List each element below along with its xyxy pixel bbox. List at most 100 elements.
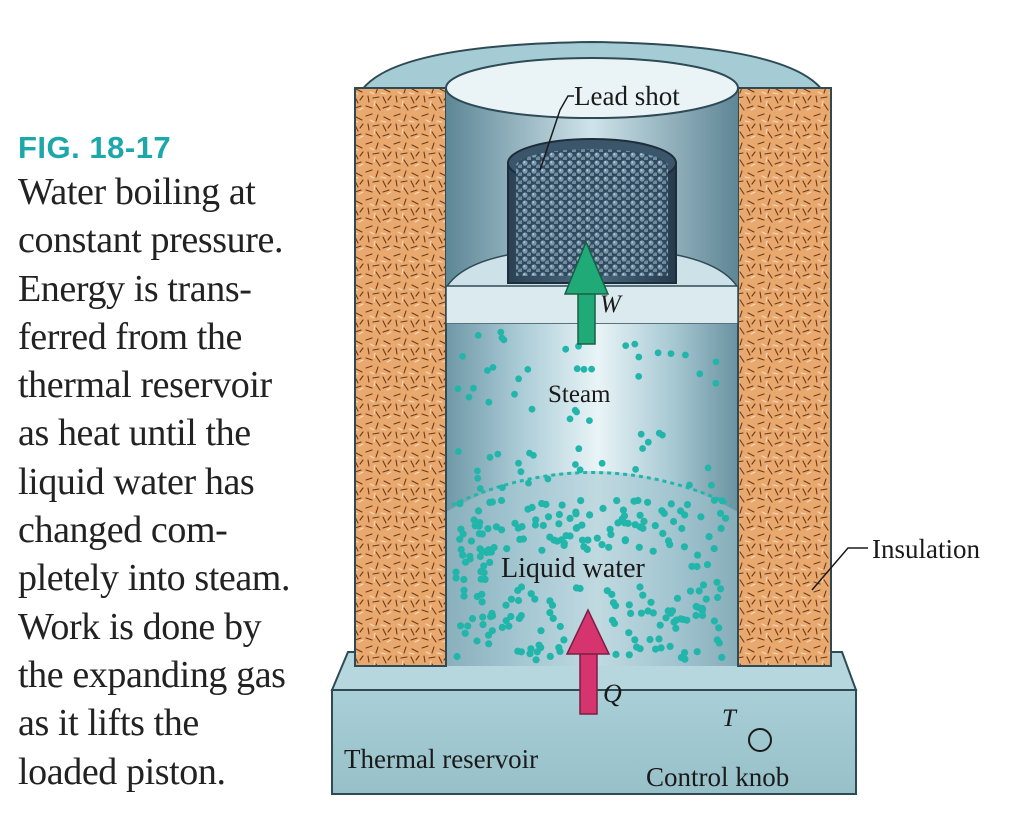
caption-line: as heat until the: [18, 412, 251, 455]
droplet: [498, 623, 506, 632]
droplet: [452, 568, 460, 576]
droplet: [531, 521, 540, 529]
droplet: [577, 497, 585, 505]
droplet: [538, 546, 546, 554]
droplet: [498, 526, 506, 534]
droplet: [497, 496, 506, 505]
droplet: [677, 507, 685, 515]
droplet: [558, 501, 566, 509]
heat-arrow: [565, 608, 611, 715]
droplet: [712, 379, 720, 387]
figure-label: FIG. 18-17: [18, 130, 172, 165]
droplet: [656, 621, 664, 629]
caption-line: as it lifts the: [18, 702, 199, 745]
droplet: [693, 562, 701, 571]
droplet: [605, 543, 613, 551]
droplet: [609, 599, 618, 607]
droplet: [537, 644, 545, 652]
droplet: [718, 653, 726, 662]
droplet: [702, 595, 710, 603]
droplet: [717, 585, 725, 593]
droplet: [620, 519, 629, 527]
droplet: [699, 581, 708, 589]
droplet: [453, 652, 461, 661]
droplet: [619, 506, 628, 514]
droplet: [460, 575, 468, 584]
droplet: [639, 591, 647, 599]
droplet: [490, 543, 498, 552]
droplet: [474, 507, 483, 515]
droplet: [704, 464, 712, 472]
droplet: [692, 611, 700, 620]
droplet: [608, 590, 616, 599]
droplet: [683, 501, 692, 509]
droplet: [456, 535, 464, 543]
droplet: [636, 645, 644, 653]
droplet: [644, 498, 652, 506]
droplet: [637, 609, 646, 617]
droplet: [651, 522, 659, 530]
droplet: [452, 574, 460, 582]
droplet: [524, 366, 532, 373]
droplet: [593, 534, 601, 542]
droplet: [708, 481, 715, 489]
droplet: [710, 496, 719, 504]
droplet: [670, 517, 678, 526]
droplet: [485, 640, 493, 648]
droplet: [459, 530, 467, 538]
droplet: [625, 651, 633, 659]
droplet: [632, 466, 639, 473]
droplet: [474, 474, 482, 482]
droplet: [631, 340, 639, 348]
droplet: [655, 429, 663, 437]
droplet: [714, 593, 722, 602]
droplet: [588, 365, 595, 373]
droplet: [477, 575, 485, 583]
droplet: [507, 612, 515, 621]
droplet: [576, 466, 584, 474]
insulation-left: [354, 87, 447, 667]
droplet: [636, 583, 644, 591]
droplet: [531, 595, 539, 603]
droplet: [627, 609, 635, 618]
droplet: [511, 390, 518, 398]
droplet: [678, 524, 686, 533]
control-knob-icon[interactable]: [748, 728, 772, 752]
droplet: [680, 543, 689, 551]
droplet: [715, 624, 723, 632]
droplet: [502, 617, 510, 625]
droplet: [659, 529, 667, 538]
droplet: [578, 536, 587, 544]
droplet: [636, 511, 644, 519]
droplet: [668, 607, 677, 615]
droplet: [560, 636, 568, 644]
droplet: [544, 475, 552, 483]
droplet: [459, 551, 467, 559]
droplet: [537, 627, 545, 635]
liquid-water-droplets: [452, 496, 730, 664]
label-steam: Steam: [548, 381, 611, 408]
droplet: [598, 541, 606, 549]
droplet: [507, 595, 515, 603]
droplet: [514, 647, 522, 655]
droplet: [555, 644, 563, 652]
droplet: [698, 611, 707, 620]
droplet: [562, 345, 570, 353]
droplet: [464, 622, 472, 630]
droplet: [546, 652, 554, 661]
droplet: [476, 485, 484, 492]
droplet: [697, 513, 705, 521]
droplet: [517, 583, 526, 591]
droplet: [573, 365, 581, 373]
droplet: [712, 358, 720, 366]
droplet: [694, 551, 702, 559]
droplet: [497, 328, 505, 336]
droplet: [514, 596, 523, 605]
droplet: [479, 613, 487, 621]
droplet: [649, 609, 657, 617]
droplet: [492, 523, 500, 531]
droplet: [667, 350, 675, 357]
droplet: [498, 334, 506, 342]
droplet: [572, 524, 580, 532]
